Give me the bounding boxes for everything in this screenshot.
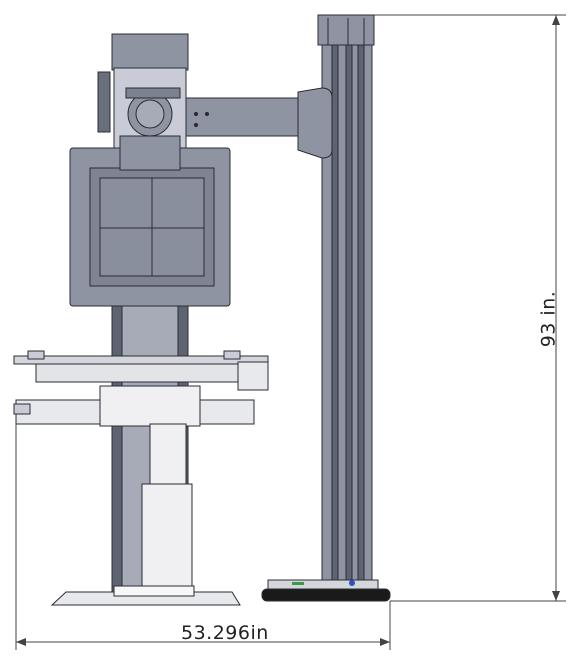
height-dimension	[374, 14, 566, 602]
horizontal-arm	[179, 87, 333, 159]
height-dimension-label: 93 in.	[537, 290, 560, 348]
width-dimension	[15, 424, 391, 650]
detector-panel	[69, 135, 231, 307]
column-base	[261, 579, 391, 602]
width-dimension-label: 53.296in	[181, 622, 269, 644]
table-pedestal	[50, 423, 241, 606]
patient-table	[13, 350, 269, 427]
pivot-motor	[125, 87, 181, 137]
